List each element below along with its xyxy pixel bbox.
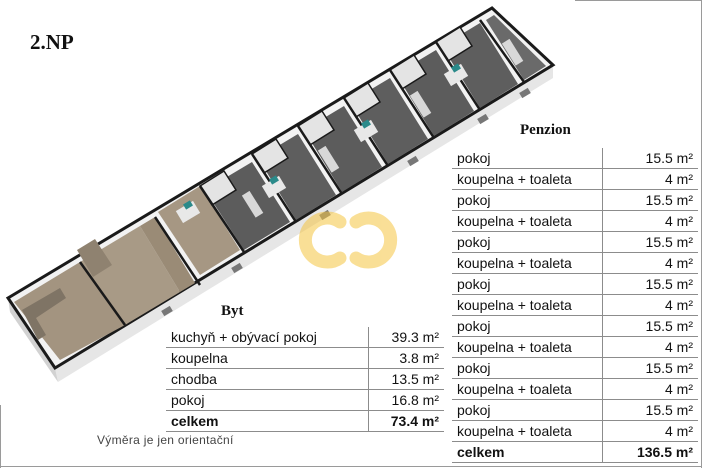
room-area: 15.5 m² — [602, 189, 698, 211]
room-area: 4 m² — [602, 420, 698, 442]
room-area: 15.5 m² — [602, 273, 698, 295]
room-area: 4 m² — [602, 210, 698, 232]
room-area: 3.8 m² — [367, 347, 444, 369]
room-name: kuchyň + obývací pokoj — [166, 327, 369, 348]
byt-title: Byt — [221, 303, 244, 319]
room-area: 39.3 m² — [367, 327, 444, 348]
kitchen-floor — [140, 217, 195, 292]
room-area: 15.5 m² — [602, 231, 698, 253]
room-area: 16.8 m² — [367, 389, 444, 411]
room-area: 15.5 m² — [602, 357, 698, 379]
room-area: 15.5 m² — [602, 148, 698, 169]
room-name: pokoj — [166, 389, 369, 411]
room-name: pokoj — [452, 231, 603, 253]
room-name: pokoj — [452, 357, 603, 379]
room-area: 15.5 m² — [602, 399, 698, 421]
room-name: koupelna + toaleta — [452, 420, 603, 442]
room-name: pokoj — [452, 148, 603, 169]
frame-bottom-border — [0, 466, 702, 467]
room-area: 4 m² — [602, 294, 698, 316]
room-name: koupelna + toaleta — [452, 210, 603, 232]
disclaimer-note: Výměra je jen orientační — [97, 433, 234, 447]
penzion-title: Penzion — [520, 122, 571, 138]
frame-left-border — [0, 405, 1, 468]
room-area: 4 m² — [602, 168, 698, 190]
room-name: pokoj — [452, 273, 603, 295]
total-label: celkem — [452, 441, 603, 463]
room-name: koupelna + toaleta — [452, 168, 603, 190]
apt-bathroom-floor — [77, 239, 112, 277]
room-area: 13.5 m² — [367, 368, 444, 390]
room-name: koupelna — [166, 347, 369, 369]
beds — [175, 63, 469, 224]
frame-top-border — [575, 0, 702, 1]
total-label: celkem — [166, 410, 369, 432]
room-area: 4 m² — [602, 336, 698, 358]
room-name: pokoj — [452, 399, 603, 421]
guest-sofas — [241, 38, 524, 218]
room-area: 4 m² — [602, 252, 698, 274]
exterior-wall-face — [55, 65, 553, 382]
room-name: pokoj — [452, 189, 603, 211]
room-area: 15.5 m² — [602, 315, 698, 337]
total-area: 73.4 m² — [367, 410, 444, 432]
guest-bathrooms — [198, 25, 474, 207]
room-name: pokoj — [452, 315, 603, 337]
room-name: koupelna + toaleta — [452, 252, 603, 274]
room-name: koupelna + toaleta — [452, 336, 603, 358]
room-area: 4 m² — [602, 378, 698, 400]
total-area: 136.5 m² — [602, 441, 698, 463]
room-name: koupelna + toaleta — [452, 378, 603, 400]
room-name: koupelna + toaleta — [452, 294, 603, 316]
bedroom-floor — [158, 186, 240, 275]
floor-label: 2.NP — [30, 30, 74, 54]
cc-logo-icon — [298, 211, 398, 269]
room-name: chodba — [166, 368, 369, 390]
sofa — [22, 288, 66, 340]
